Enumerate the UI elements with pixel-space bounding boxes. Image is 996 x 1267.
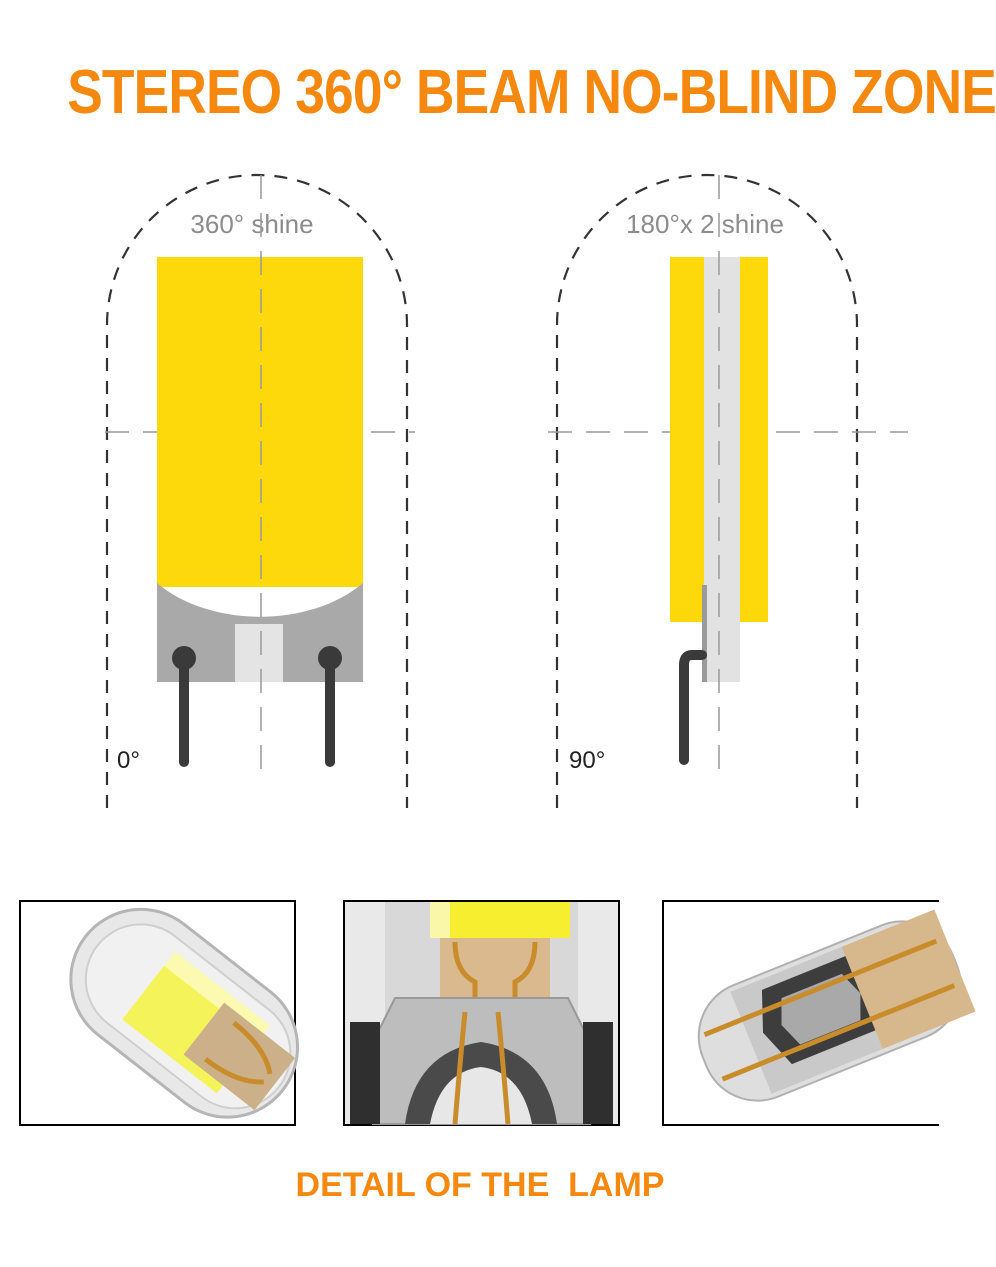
left-view-0-degrees: 360° shine 0° xyxy=(105,173,415,808)
right-pin xyxy=(679,650,707,765)
right-view-90-degrees: 180°x 2 shine 90° xyxy=(548,173,908,808)
left-pin-2-head xyxy=(318,646,342,670)
lamp-base-front-illustration xyxy=(345,902,618,1125)
beam-diagram: 360° shine 0° 180°x 2 shine 90° xyxy=(105,173,908,808)
product-infographic: STEREO 360° BEAM NO-BLIND ZONE 360° shin… xyxy=(19,58,996,1204)
left-pin-1-head xyxy=(172,646,196,670)
headline: STEREO 360° BEAM NO-BLIND ZONE xyxy=(67,58,996,127)
lamp-angled-illustration xyxy=(21,902,300,1124)
detail-caption: DETAIL OF THE LAMP xyxy=(295,1166,665,1204)
detail-panel-angled-lamp xyxy=(19,900,300,1126)
right-shine-label: 180°x 2 shine xyxy=(626,209,784,239)
left-beam-outline xyxy=(105,173,409,808)
right-cob-chip-back xyxy=(738,257,768,622)
left-cob-chip xyxy=(157,257,363,587)
right-substrate-edge xyxy=(702,585,707,682)
detail-panel-base-front xyxy=(343,900,620,1126)
right-cob-chip-front xyxy=(670,257,706,622)
left-shine-label: 360° shine xyxy=(190,209,313,239)
lamp-base-rotated-illustration xyxy=(664,902,976,1124)
left-center-plate xyxy=(235,624,283,682)
right-angle-label: 90° xyxy=(569,747,605,774)
detail-panel-base-rotated xyxy=(662,900,976,1126)
right-substrate xyxy=(704,257,740,682)
right-beam-outline xyxy=(555,173,859,808)
left-angle-label: 0° xyxy=(117,747,140,774)
